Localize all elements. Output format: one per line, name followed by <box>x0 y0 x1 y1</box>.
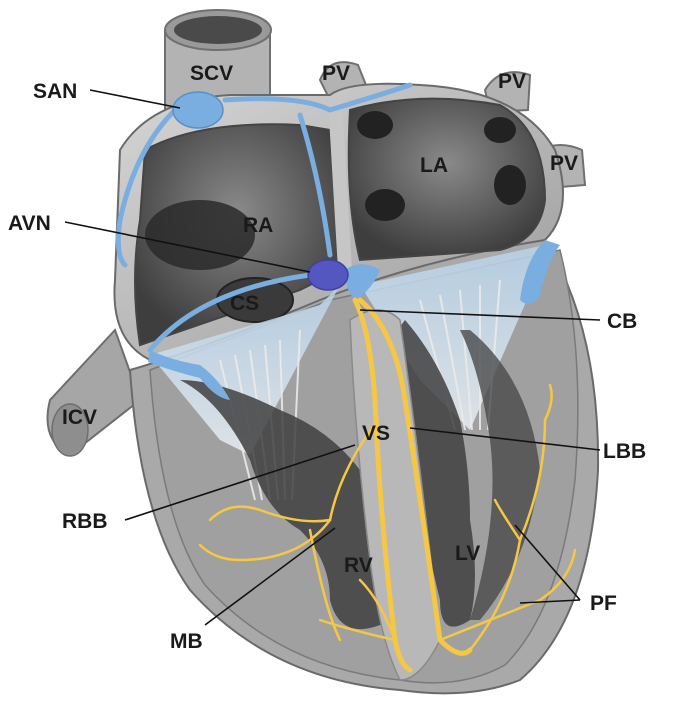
atrioventricular-node <box>308 260 348 290</box>
label-ra: RA <box>243 214 273 237</box>
label-scv: SCV <box>190 62 233 85</box>
label-cb: CB <box>607 310 637 333</box>
label-san: SAN <box>33 80 77 103</box>
label-mb: MB <box>170 630 203 653</box>
label-cs: CS <box>230 292 259 315</box>
label-pf: PF <box>590 592 617 615</box>
label-rv: RV <box>344 554 373 577</box>
label-pv-right-upper: PV <box>498 70 526 93</box>
label-pv-right-lower: PV <box>550 152 578 175</box>
label-lbb: LBB <box>603 440 646 463</box>
inferior-caval-vein <box>48 330 141 456</box>
label-la: LA <box>420 154 448 177</box>
label-rbb: RBB <box>62 510 108 533</box>
label-avn: AVN <box>8 212 51 235</box>
label-lv: LV <box>455 542 480 565</box>
label-icv: ICV <box>62 406 97 429</box>
sinoatrial-node <box>173 92 223 128</box>
label-vs: VS <box>362 422 390 445</box>
label-pv-top: PV <box>322 62 350 85</box>
